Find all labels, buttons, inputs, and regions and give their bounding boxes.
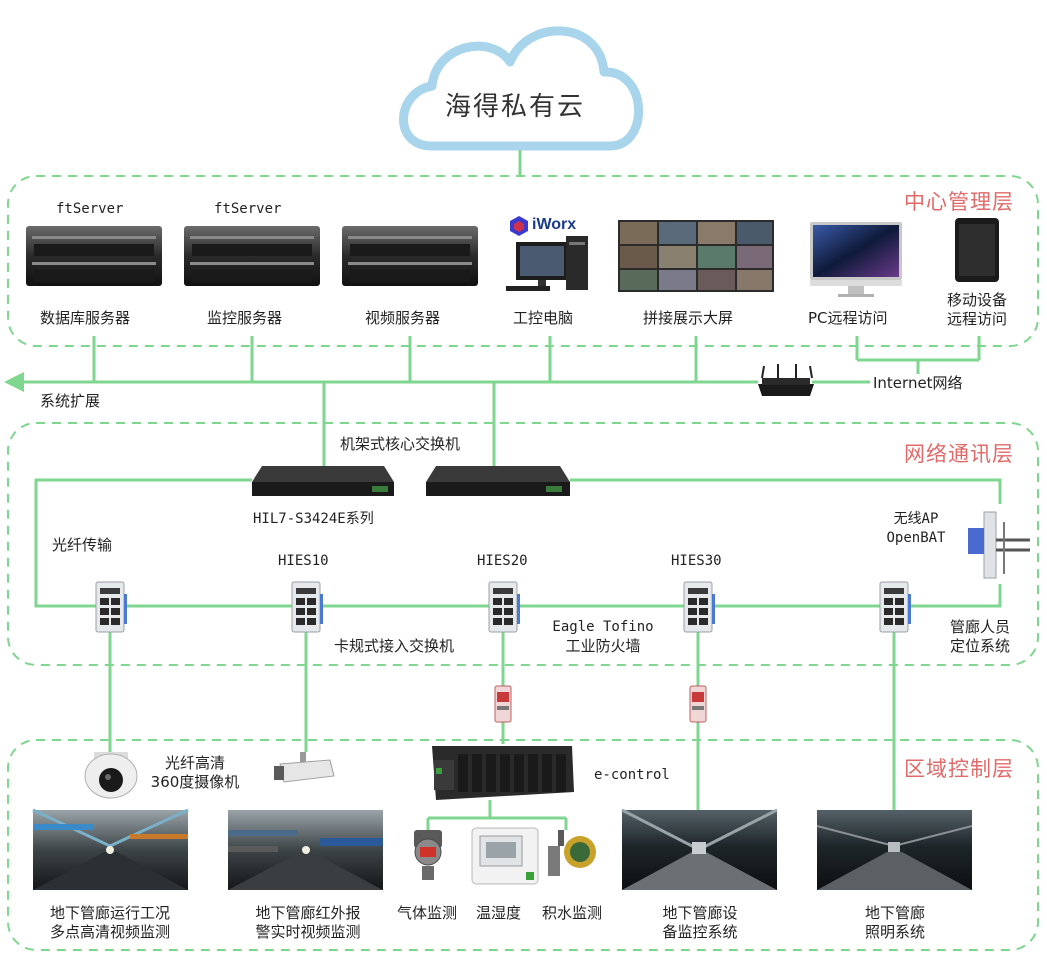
access-switch-label: 卡规式接入交换机 — [334, 637, 455, 655]
hies20-label: HIES20 — [477, 553, 528, 569]
system-expand-label: 系统扩展 — [40, 392, 101, 410]
din-switch-icon — [291, 581, 323, 633]
db-server-label: 数据库服务器 — [40, 309, 131, 327]
din-switch-icon — [488, 581, 520, 633]
wireless-ap-line1: 无线AP — [893, 511, 939, 527]
area-layer-title: 区域控制层 — [904, 757, 1014, 781]
imac-icon — [810, 222, 902, 297]
connection-lines — [24, 336, 1002, 830]
tablet-icon — [955, 218, 999, 282]
server-icon — [26, 226, 162, 286]
tunnel-photo-icon — [816, 810, 973, 890]
gas-detector-icon — [414, 830, 442, 880]
lighting-line2: 照明系统 — [864, 923, 925, 941]
hies30-label: HIES30 — [671, 553, 722, 569]
equip-monitor-label: 地下管廊设 备监控系统 — [630, 904, 770, 942]
firewall-label: Eagle Tofino 工业防火墙 — [540, 618, 666, 656]
video-server-label: 视频服务器 — [365, 309, 441, 327]
firewall-line2: 工业防火墙 — [565, 637, 641, 655]
system-expand-arrow — [4, 372, 24, 392]
camera-label: 光纤高清 360度摄像机 — [140, 754, 250, 792]
bullet-camera-icon — [274, 752, 335, 783]
center-layer-box — [7, 175, 1039, 347]
camera-line1: 光纤高清 — [164, 754, 225, 772]
personnel-line2: 定位系统 — [949, 637, 1010, 655]
server-icon — [184, 226, 320, 286]
equip-monitor-line1: 地下管廊设 — [662, 904, 738, 922]
core-switch-model-label: HIL7-S3424E系列 — [253, 511, 374, 527]
water-label: 积水监测 — [542, 904, 603, 922]
tunnel-photo-icon — [32, 808, 189, 890]
monitor-server-label: 监控服务器 — [207, 309, 283, 327]
cloud-label: 海得私有云 — [445, 92, 586, 122]
firewall-line1: Eagle Tofino — [552, 619, 654, 635]
iworx-brand-label: iWorx — [532, 216, 577, 233]
fiber-label: 光纤传输 — [52, 536, 113, 554]
server-brand-label: ftServer — [214, 201, 282, 217]
wireless-ap-label: 无线AP OpenBAT — [876, 510, 956, 548]
router-icon — [758, 364, 814, 396]
cloud-icon — [399, 26, 644, 151]
econtrol-label: e-control — [594, 767, 670, 783]
rack-switch-icon — [252, 466, 394, 496]
personnel-label: 管廊人员 定位系统 — [940, 618, 1020, 656]
personnel-line1: 管廊人员 — [949, 618, 1010, 636]
equip-monitor-line2: 备监控系统 — [662, 923, 738, 941]
video-wall-icon — [618, 220, 774, 292]
firewall-icon — [494, 685, 512, 723]
dome-camera-icon — [84, 752, 138, 799]
mobile-remote-line2: 远程访问 — [946, 310, 1007, 328]
lighting-line1: 地下管廊 — [864, 904, 925, 922]
wireless-ap-icon — [964, 504, 1036, 584]
server-brand-label: ftServer — [56, 201, 124, 217]
ir-monitor-label: 地下管廊红外报 警实时视频监测 — [228, 904, 388, 942]
ipc-label: 工控电脑 — [513, 309, 574, 327]
network-layer-box — [7, 422, 1039, 666]
ir-monitor-line1: 地下管廊红外报 — [255, 904, 361, 922]
tunnel-photo-icon — [228, 810, 383, 890]
plc-icon — [432, 746, 574, 800]
wireless-ap-line2: OpenBAT — [886, 530, 946, 546]
ops-monitor-line2: 多点高清视频监测 — [49, 923, 170, 941]
gas-label: 气体监测 — [397, 904, 458, 922]
humidity-label: 温湿度 — [476, 904, 522, 922]
ops-monitor-label: 地下管廊运行工况 多点高清视频监测 — [30, 904, 190, 942]
server-icon — [342, 226, 478, 286]
tunnel-photo-icon — [621, 808, 778, 890]
mobile-remote-line1: 移动设备 — [946, 291, 1007, 309]
core-switch-label: 机架式核心交换机 — [340, 435, 461, 453]
video-wall-label: 拼接展示大屏 — [643, 309, 734, 327]
iworx-logo-icon — [510, 216, 528, 236]
network-layer-title: 网络通讯层 — [904, 442, 1014, 466]
internet-label: Internet网络 — [873, 374, 963, 392]
humidity-meter-icon — [471, 827, 539, 885]
firewall-icon — [689, 685, 707, 723]
water-sensor-icon — [548, 830, 596, 876]
rack-switch-icon — [426, 466, 570, 496]
pc-remote-label: PC远程访问 — [808, 309, 888, 327]
industrial-pc-icon — [506, 236, 588, 291]
lighting-label: 地下管廊 照明系统 — [830, 904, 960, 942]
center-layer-title: 中心管理层 — [904, 190, 1014, 214]
mobile-remote-label: 移动设备 远程访问 — [934, 291, 1020, 329]
camera-line2: 360度摄像机 — [150, 773, 240, 791]
ir-monitor-line2: 警实时视频监测 — [255, 923, 361, 941]
hies10-label: HIES10 — [278, 553, 329, 569]
area-layer-box — [7, 739, 1039, 951]
din-switch-icon — [683, 581, 715, 633]
din-switch-icon — [879, 581, 911, 633]
din-switch-icon — [95, 581, 127, 633]
ops-monitor-line1: 地下管廊运行工况 — [49, 904, 170, 922]
